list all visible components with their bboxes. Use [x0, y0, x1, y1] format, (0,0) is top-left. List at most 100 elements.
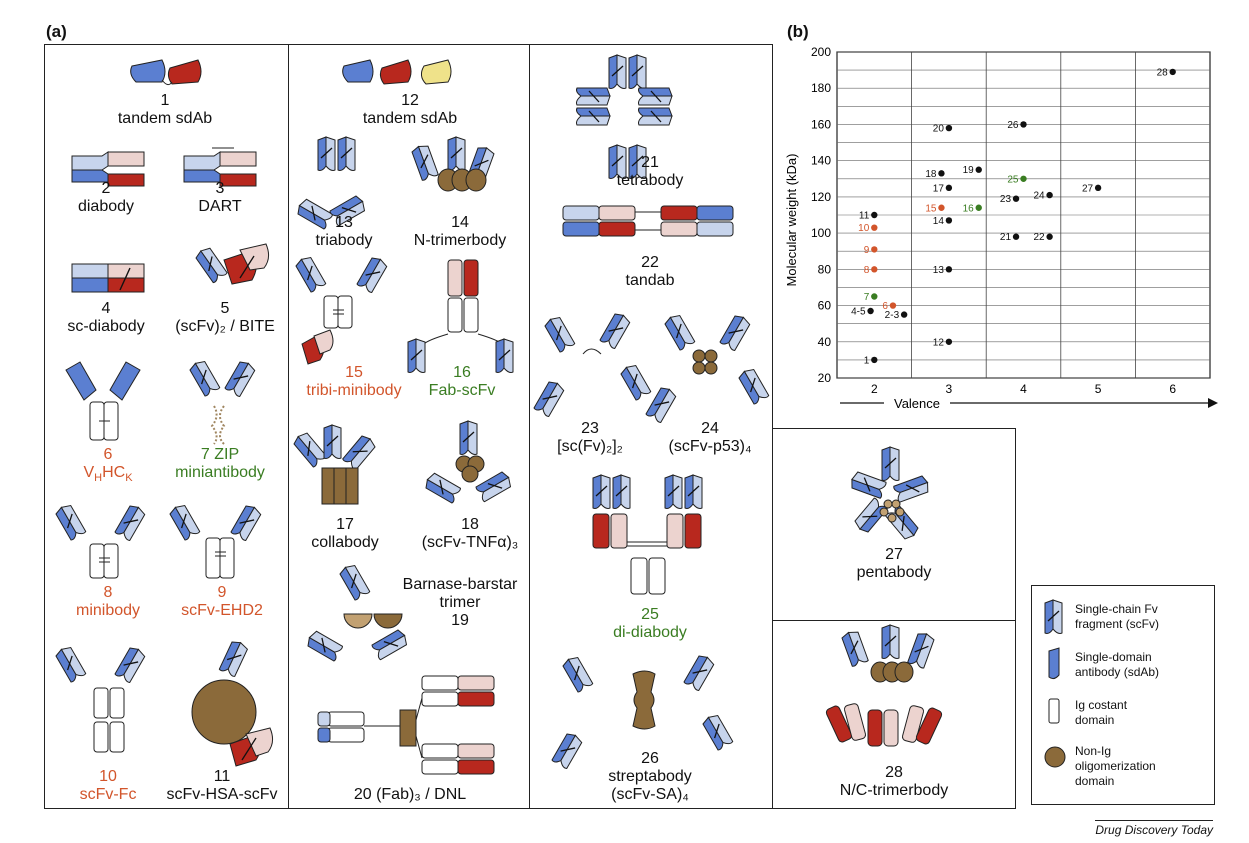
format-13-name: triabody	[315, 232, 373, 249]
format-21-name: tetrabody	[616, 172, 684, 189]
format-5-drawing	[193, 243, 270, 285]
point-label-17: 17	[933, 183, 945, 194]
format-9-name: scFv-EHD2	[181, 602, 263, 619]
format-20-name: 20 (Fab)₃ / DNL	[353, 786, 467, 803]
format-24-drawing	[645, 312, 770, 424]
point-label-19: 19	[963, 165, 975, 176]
y-tick-label: 80	[818, 262, 832, 276]
point-19	[975, 166, 982, 173]
format-2-name: diabody	[77, 198, 135, 215]
format-10-number: 10	[99, 768, 117, 785]
format-16-name: Fab-scFv	[428, 382, 496, 399]
point-label-21: 21	[1000, 232, 1012, 243]
point-11	[871, 211, 878, 219]
format-1-name: tandem sdAb	[117, 110, 213, 127]
point-20	[945, 124, 953, 132]
point-label-2-3: 2-3	[885, 310, 900, 321]
format-7-drawing	[187, 358, 257, 445]
format-18-name: (scFv-TNFα)₃	[421, 534, 519, 551]
sdab-icon	[1048, 647, 1060, 680]
point-label-7: 7	[864, 292, 870, 303]
format-14-name: N-trimerbody	[413, 232, 507, 249]
y-tick-label: 200	[811, 45, 831, 59]
format-22-number: 22	[641, 254, 659, 271]
format-4-name: sc-diabody	[67, 318, 145, 335]
point-2-3	[900, 311, 908, 318]
format-9-drawing	[167, 502, 263, 579]
point-label-25: 25	[1007, 174, 1019, 185]
y-tick-label: 160	[811, 117, 831, 131]
point-label-23: 23	[1000, 194, 1012, 205]
format-27-name: pentabody	[856, 564, 932, 581]
format-5-number: 5	[220, 300, 230, 317]
point-17	[945, 184, 953, 192]
format-26-name: streptabody	[608, 768, 692, 785]
point-1	[871, 356, 878, 364]
point-label-4-5: 4-5	[851, 306, 866, 317]
format-19-drawing	[304, 562, 410, 662]
format-14-number: 14	[451, 214, 469, 231]
format-8-number: 8	[103, 584, 113, 601]
point-27	[1094, 184, 1102, 192]
format-6-name: VHHCK	[83, 464, 133, 485]
format-17-number: 17	[336, 516, 354, 533]
format-28-name: N/C-trimerbody	[839, 782, 949, 799]
format-15-drawing	[293, 254, 389, 365]
format-12-number: 12	[401, 92, 419, 109]
format-9-number: 9	[217, 584, 227, 601]
point-16	[975, 204, 982, 211]
format-22-drawing	[562, 205, 734, 237]
point-label-22: 22	[1033, 232, 1045, 243]
point-9	[871, 246, 878, 253]
format-28-number: 28	[885, 764, 903, 781]
format-13-number: 13	[335, 214, 353, 231]
x-axis-label: Valence	[894, 396, 940, 411]
format-23-drawing	[533, 310, 652, 418]
format-1-drawing	[130, 59, 202, 86]
format-24-name: (scFv-p53)₄	[668, 438, 752, 455]
format-12-drawing	[342, 59, 452, 85]
ig-domain-icon	[1048, 698, 1060, 724]
format-21-number: 21	[641, 154, 659, 171]
x-tick-label: 3	[946, 382, 953, 396]
point-23	[1012, 195, 1020, 202]
format-28-drawing	[825, 624, 943, 747]
format-19-name-line2: trimer	[439, 594, 481, 611]
column-2-drawings	[291, 59, 514, 775]
format-25-number: 25	[641, 606, 659, 623]
y-axis-label: Molecular weight (kDa)	[784, 154, 799, 287]
legend-icons	[1044, 599, 1066, 768]
format-17-drawing	[291, 424, 378, 505]
x-tick-label: 6	[1169, 382, 1176, 396]
point-label-15: 15	[925, 203, 937, 214]
format-26-drawing	[551, 652, 734, 770]
point-label-1: 1	[864, 355, 870, 366]
y-tick-label: 140	[811, 154, 831, 168]
point-14	[945, 217, 953, 224]
point-label-6: 6	[882, 301, 888, 312]
point-24	[1046, 191, 1053, 199]
format-10-name: scFv-Fc	[79, 786, 137, 803]
format-16-drawing	[407, 259, 514, 374]
point-13	[945, 266, 953, 273]
journal-footer: Drug Discovery Today	[1095, 820, 1213, 837]
panel-a-label: (a)	[46, 22, 67, 41]
point-25	[1020, 175, 1027, 182]
format-19-number: 19	[451, 612, 469, 629]
format-6-number: 6	[103, 446, 113, 463]
point-7	[871, 293, 878, 300]
format-7-name: miniantibody	[175, 464, 265, 481]
column-3	[529, 44, 773, 809]
format-5-name: (scFv)₂ / BITE	[175, 318, 275, 335]
point-21	[1012, 233, 1020, 240]
format-3-drawing	[183, 147, 257, 187]
format-11-name: scFv-HSA-scFv	[166, 786, 278, 803]
oligomerization-icon	[1044, 746, 1066, 768]
format-8-name: minibody	[75, 602, 141, 619]
column-1-drawings	[53, 59, 274, 767]
format-8-drawing	[53, 502, 147, 579]
format-11-drawing	[191, 638, 274, 767]
